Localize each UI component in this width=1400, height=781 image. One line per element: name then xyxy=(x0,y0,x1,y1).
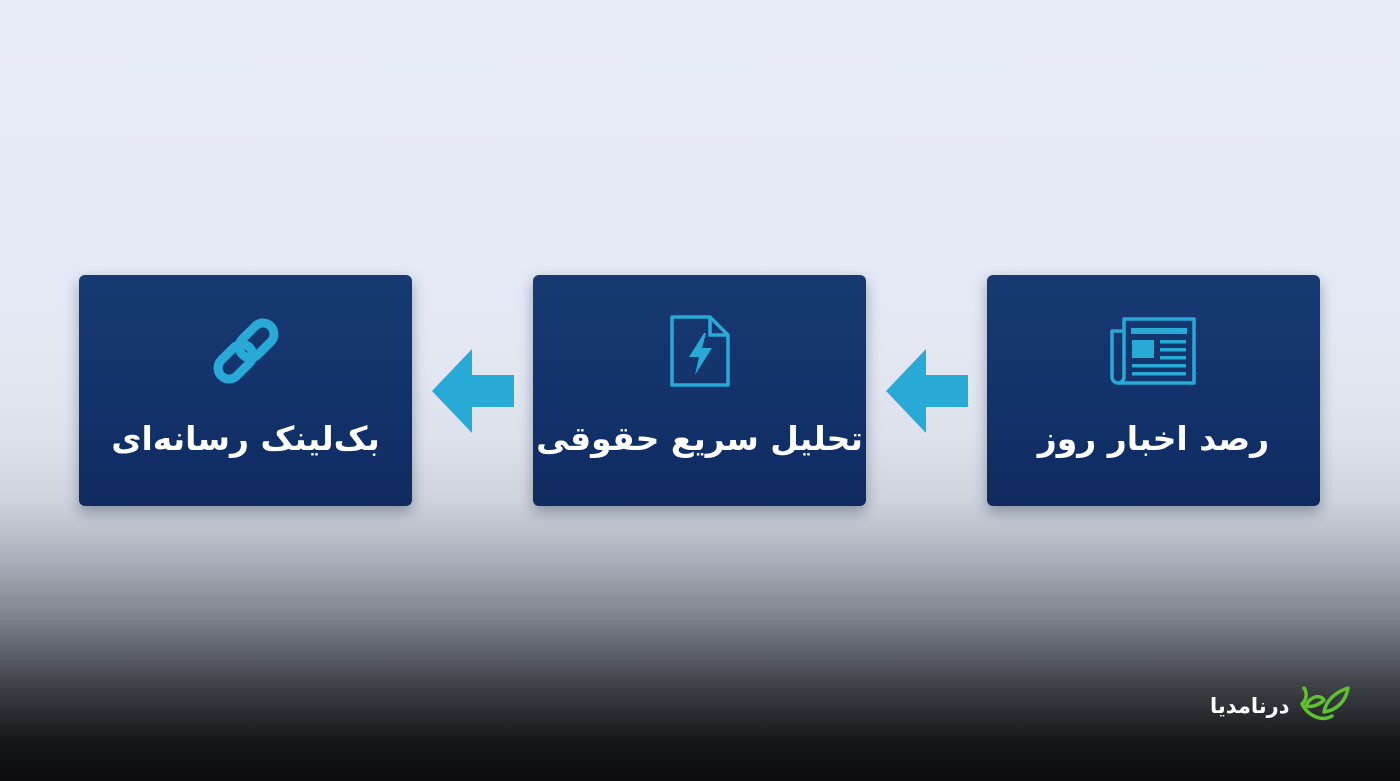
arrow-left-icon xyxy=(884,345,970,437)
step-label-news: رصد اخبار روز xyxy=(1037,419,1270,458)
step-card-backlink: بک‌لینک رسانه‌ای xyxy=(79,275,412,506)
link-icon xyxy=(201,311,291,391)
step-label-backlink: بک‌لینک رسانه‌ای xyxy=(111,419,380,458)
step-card-news: رصد اخبار روز xyxy=(987,275,1320,506)
newspaper-icon xyxy=(1109,311,1199,391)
leaf-sprout-icon xyxy=(1298,682,1352,730)
step-label-legal-analysis: تحلیل سریع حقوقی xyxy=(536,419,863,458)
step-card-legal-analysis: تحلیل سریع حقوقی xyxy=(533,275,866,506)
brand-name: درنامدیا xyxy=(1210,694,1290,718)
flash-document-icon xyxy=(655,311,745,391)
arrow-left-icon xyxy=(430,345,516,437)
brand-logo: درنامدیا xyxy=(1210,683,1352,729)
